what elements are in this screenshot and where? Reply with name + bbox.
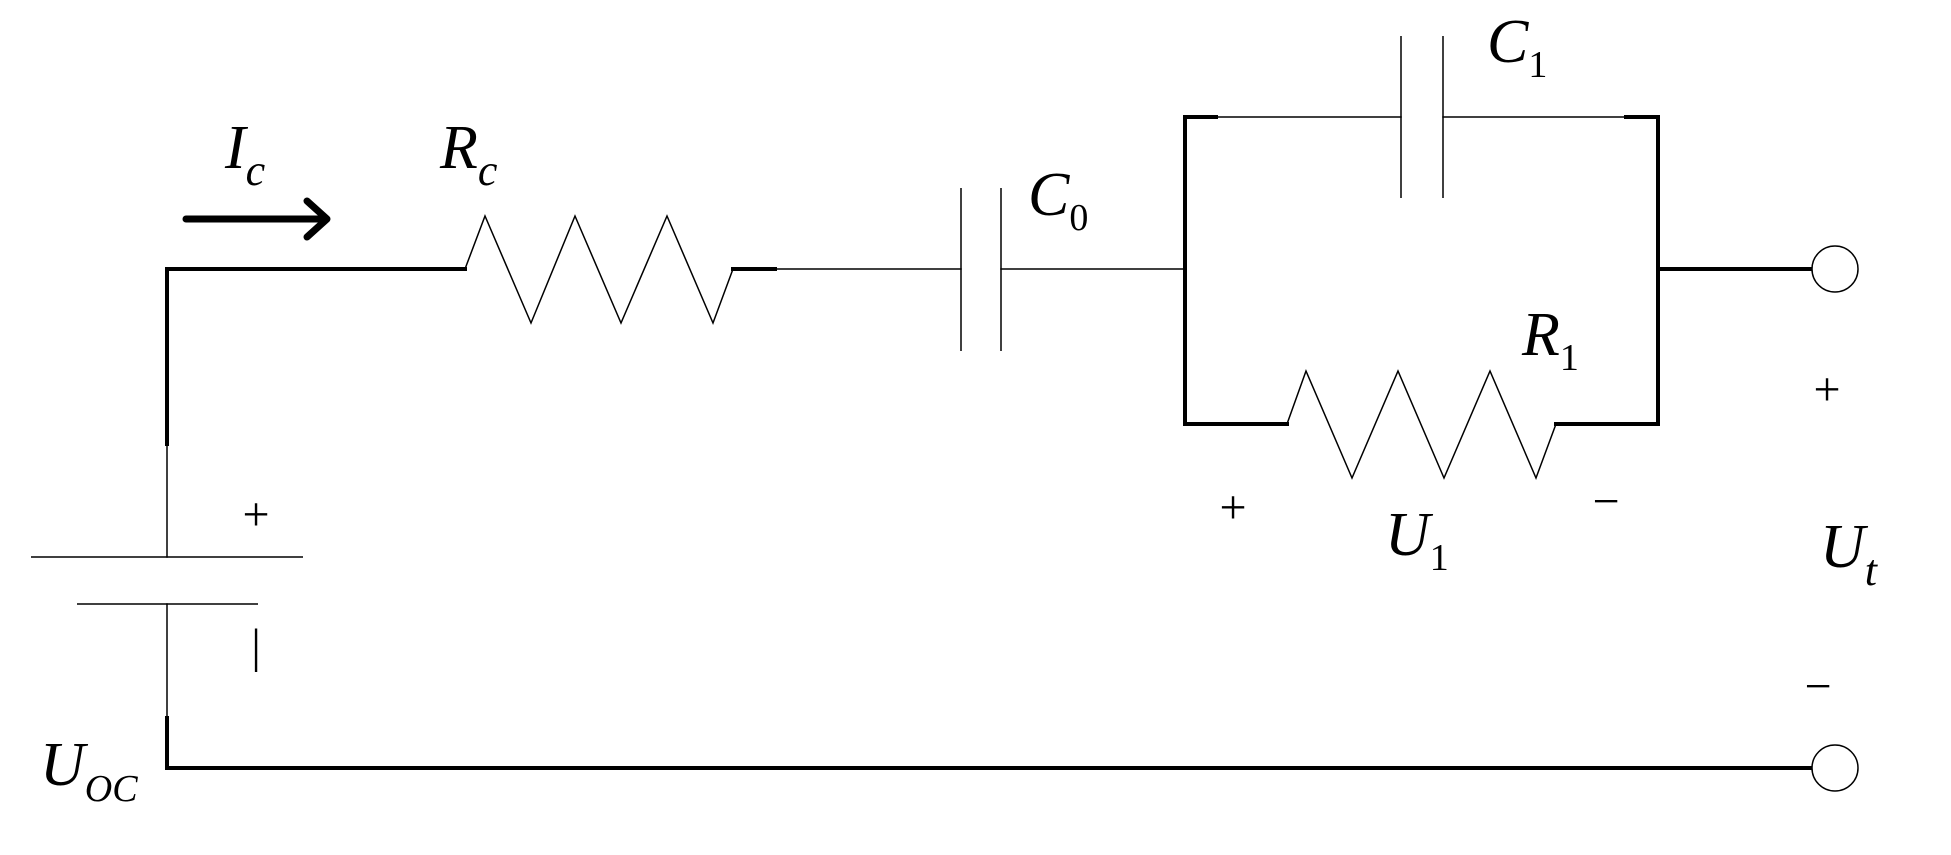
label-ut: Ut — [1820, 513, 1879, 595]
battery-plus-sign: + — [242, 488, 269, 541]
output-terminal-bottom — [1811, 744, 1859, 792]
capacitor-c0 — [960, 188, 1002, 351]
capacitor-c1 — [1400, 36, 1444, 198]
label-rc: Rc — [439, 114, 498, 195]
wires — [165, 115, 1814, 770]
ut-plus-sign: + — [1813, 363, 1840, 416]
current-arrow — [182, 197, 331, 241]
wire-bottom — [165, 716, 1814, 770]
ut-minus-sign: − — [1804, 660, 1831, 713]
resistor-r1 — [1286, 368, 1557, 481]
u1-minus-sign: − — [1592, 475, 1619, 528]
resistor-rc — [464, 213, 734, 326]
output-terminal-top — [1811, 245, 1859, 293]
label-u1: U1 — [1385, 501, 1449, 579]
wire-block-left-rail — [1183, 115, 1289, 426]
label-c0: C0 — [1028, 161, 1088, 239]
battery-minus-sign: | — [251, 620, 261, 673]
label-uoc: UOC — [40, 731, 138, 810]
label-r1: R1 — [1521, 301, 1579, 379]
wire-left-upper — [165, 267, 467, 446]
u1-plus-sign: + — [1219, 481, 1246, 534]
label-c1: C1 — [1487, 8, 1547, 86]
label-ic: Ic — [224, 114, 266, 195]
battery-uoc — [31, 556, 303, 605]
